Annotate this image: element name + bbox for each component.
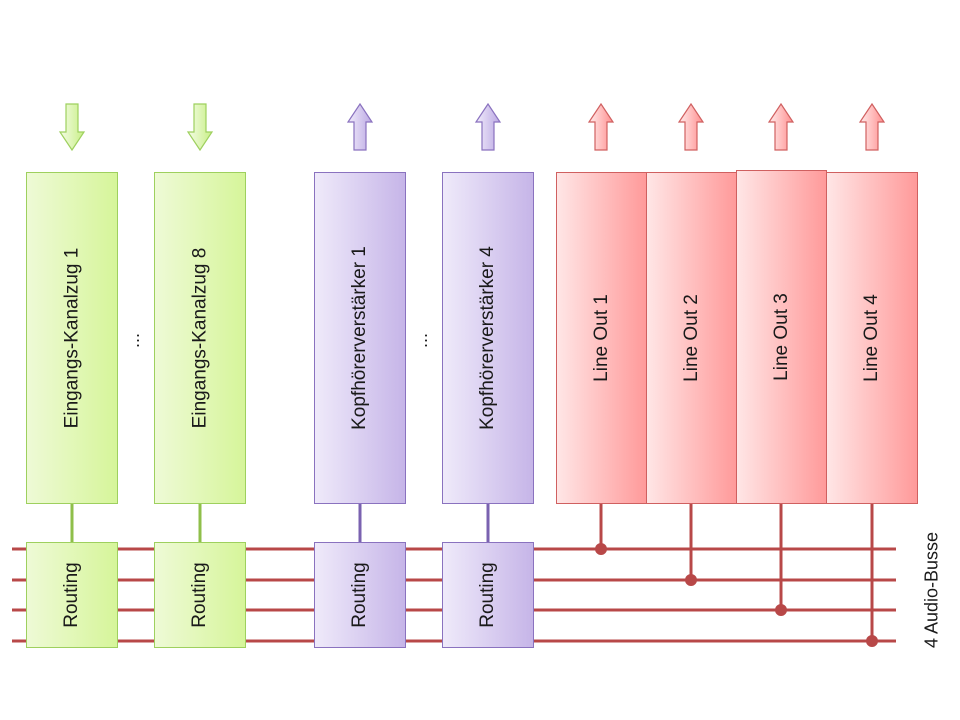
arrow-down-icon (186, 103, 214, 152)
headphone-amp-1-block: Kopfhörerverstärker 1 (314, 172, 406, 504)
arrow-up-icon (346, 102, 374, 151)
routing-label: Routing (61, 562, 82, 628)
routing-input-8: Routing (154, 542, 246, 648)
routing-headphone-4: Routing (442, 542, 534, 648)
input-channel-8-block: Eingangs-Kanalzug 8 (154, 172, 246, 504)
arrow-up-icon (767, 102, 795, 151)
line-out-3-block: Line Out 3 (736, 170, 827, 504)
audio-bus-label: 4 Audio-Busse (921, 531, 942, 649)
routing-label: Routing (477, 562, 498, 628)
routing-label: Routing (189, 562, 210, 628)
line-out-4-label: Line Out 4 (860, 294, 882, 382)
routing-label: Routing (349, 562, 370, 628)
headphone-amp-4-block: Kopfhörerverstärker 4 (442, 172, 534, 504)
line-out-1-label: Line Out 1 (590, 294, 612, 382)
line-out-2-block: Line Out 2 (646, 172, 737, 504)
arrow-up-icon (587, 102, 615, 151)
junction-line-out-4 (866, 635, 878, 647)
arrow-up-icon (474, 102, 502, 151)
input-channel-1-block: Eingangs-Kanalzug 1 (26, 172, 118, 504)
headphone-amp-4-label: Kopfhörerverstärker 4 (477, 246, 498, 430)
junction-line-out-1 (595, 543, 607, 555)
input-ellipsis: ... (123, 332, 144, 349)
arrow-down-icon (58, 103, 86, 152)
line-out-3-label: Line Out 3 (770, 293, 792, 381)
headphone-amp-1-label: Kopfhörerverstärker 1 (349, 246, 370, 430)
input-channel-1-label: Eingangs-Kanalzug 1 (61, 247, 83, 429)
line-out-1-block: Line Out 1 (556, 172, 647, 504)
line-out-2-label: Line Out 2 (680, 294, 702, 382)
input-channel-8-label: Eingangs-Kanalzug 8 (189, 247, 211, 429)
junction-line-out-2 (685, 574, 697, 586)
headphone-ellipsis: ... (411, 332, 432, 349)
line-out-4-block: Line Out 4 (826, 172, 918, 504)
routing-input-1: Routing (26, 542, 118, 648)
arrow-up-icon (858, 102, 886, 151)
junction-line-out-3 (775, 604, 787, 616)
arrow-up-icon (677, 102, 705, 151)
routing-headphone-1: Routing (314, 542, 406, 648)
